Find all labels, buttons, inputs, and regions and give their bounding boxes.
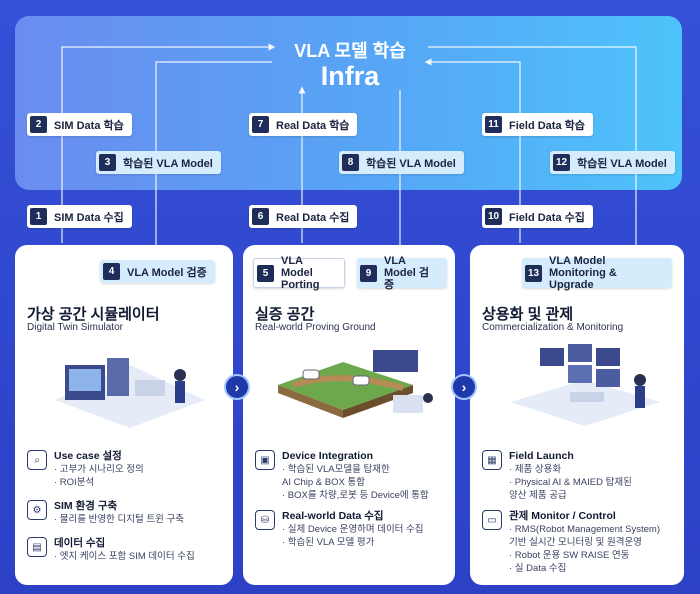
step-number: 11 [485,116,502,133]
simulator-illustration [55,358,205,428]
item-line: · 제품 상용화 [509,464,562,475]
item-heading: 관제 Monitor / Control [509,510,616,522]
data-icon: ▤ [27,537,47,557]
item-line: · 물리를 반영한 디지털 트윈 구축 [54,514,184,525]
item-line: · 고부가 시나리오 정의 [54,464,144,475]
item-line: · BOX를 차량,로봇 등 Device에 통합 [282,490,429,501]
step-number: 6 [252,208,269,225]
step-11-tag: 11 Field Data 학습 [482,113,593,136]
step-label: Field Data 학습 [509,119,585,132]
list-item: ▣ Device Integration · 학습된 VLA모델을 탑재한 AI… [255,450,455,502]
item-heading: SIM 환경 구축 [54,500,118,512]
item-heading: Use case 설정 [54,450,122,462]
panel-subtitle: Digital Twin Simulator [27,322,123,333]
step-label: VLA Model 검증 [384,255,429,291]
robot-icon: ⚙ [27,500,47,520]
chevron-right-icon: › [451,374,477,400]
item-line: · 학습된 VLA 모델 평가 [282,537,375,548]
item-line: · 엣지 케이스 포함 SIM 데이터 수집 [54,551,195,562]
step-label: SIM Data 학습 [54,119,124,132]
step-label: Real Data 수집 [276,211,350,224]
proving-ground-illustration [278,350,433,418]
step-1-tag: 1 SIM Data 수집 [27,205,132,228]
panel-proving-ground: 실증 공간 Real-world Proving Ground ▣ Device… [243,245,455,585]
item-line: · Physical AI & MAIED 탑재된 [509,477,632,488]
step-number: 7 [252,116,269,133]
panel-title: 상용화 및 관제 [482,306,574,323]
step-number: 8 [342,154,359,171]
item-line: AI Chip & BOX 통합 [282,477,365,488]
infra-title: VLA 모델 학습 [294,41,406,61]
panel-subtitle: Commercialization & Monitoring [482,322,624,333]
panel-commercialization: 상용화 및 관제 Commercialization & Monitoring … [470,245,684,585]
list-item: ▭ 관제 Monitor / Control · RMS(Robot Manag… [482,510,682,575]
item-line: · 실제 Device 운영하며 데이터 수집 [282,524,424,535]
step-6-tag: 6 Real Data 수집 [249,205,358,228]
step-number: 13 [525,264,542,282]
calendar-icon: ▦ [482,450,502,470]
list-item: ⌕ Use case 설정 · 고부가 시나리오 정의 · ROI분석 [27,450,227,489]
monitor-icon: ▭ [482,510,502,530]
step-label: SIM Data 수집 [54,211,124,224]
list-item: ⛁ Real-world Data 수집 · 실제 Device 운영하며 데이… [255,510,455,549]
step-label: 학습된 VLA Model [366,157,456,170]
step-label: VLA Model Monitoring & Upgrade [549,255,617,291]
step-7-tag: 7 Real Data 학습 [249,113,358,136]
monitoring-illustration [510,344,660,426]
infra-subtitle: Infra [320,61,380,91]
item-heading: Device Integration [282,450,374,462]
step-label: Field Data 수집 [509,211,585,224]
list-item: ▤ 데이터 수집 · 엣지 케이스 포함 SIM 데이터 수집 [27,537,227,563]
item-line: · 학습된 VLA모델을 탑재한 [282,464,390,475]
step-2-tag: 2 SIM Data 학습 [27,113,132,136]
panel-title: 가상 공간 시뮬레이터 [27,306,160,323]
step-number: 12 [553,154,570,171]
step-number: 5 [257,264,274,282]
item-line: · ROI분석 [54,477,95,488]
list-item: ⚙ SIM 환경 구축 · 물리를 반영한 디지털 트윈 구축 [27,500,227,526]
step-number: 1 [30,208,47,225]
step-10-tag: 10 Field Data 수집 [482,205,593,228]
step-label: VLA Model Porting [281,255,320,291]
item-heading: Real-world Data 수집 [282,510,384,522]
step-4-tag: 4 VLA Model 검증 [100,260,215,283]
step-number: 9 [360,264,377,282]
step-label: 학습된 VLA Model [577,157,667,170]
step-12-tag: 12 학습된 VLA Model [550,151,675,174]
panel-title: 실증 공간 [255,306,315,323]
step-number: 4 [103,263,120,280]
panel-simulator: 가상 공간 시뮬레이터 Digital Twin Simulator ⌕ Use… [15,245,233,585]
step-5-tag: 5 VLA Model Porting [253,255,345,291]
step-3-tag: 3 학습된 VLA Model [96,151,221,174]
step-label: 학습된 VLA Model [123,157,213,170]
step-9-tag: 9 VLA Model 검증 [357,255,447,291]
list-item: ▦ Field Launch · 제품 상용화 · Physical AI & … [482,450,682,502]
item-line: · 실 Data 수집 [509,563,567,574]
step-number: 3 [99,154,116,171]
step-number: 2 [30,116,47,133]
step-8-tag: 8 학습된 VLA Model [339,151,464,174]
chevron-right-icon: › [224,374,250,400]
item-line: · Robot 운용 SW RAISE 연동 [509,550,630,561]
step-number: 10 [485,208,502,225]
panel-subtitle: Real-world Proving Ground [255,322,376,333]
item-heading: 데이터 수집 [54,537,106,549]
item-line: 기반 실시간 모니터링 및 원격운영 [509,537,642,548]
item-heading: Field Launch [509,450,574,462]
database-icon: ⛁ [255,510,275,530]
item-line: · RMS(Robot Management System) [509,524,660,535]
step-label: Real Data 학습 [276,119,350,132]
search-icon: ⌕ [27,450,47,470]
step-13-tag: 13 VLA Model Monitoring & Upgrade [522,255,672,291]
chip-icon: ▣ [255,450,275,470]
step-label: VLA Model 검증 [127,266,207,279]
item-line: 양산 제품 공급 [509,490,567,501]
